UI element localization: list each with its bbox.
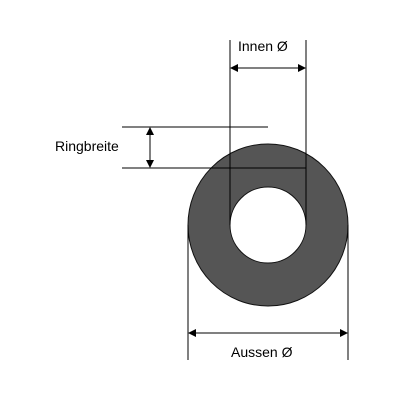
outer-diameter-label: Aussen Ø bbox=[231, 344, 293, 360]
ring-width-label: Ringbreite bbox=[55, 138, 119, 154]
inner-diameter-label: Innen Ø bbox=[238, 38, 288, 54]
